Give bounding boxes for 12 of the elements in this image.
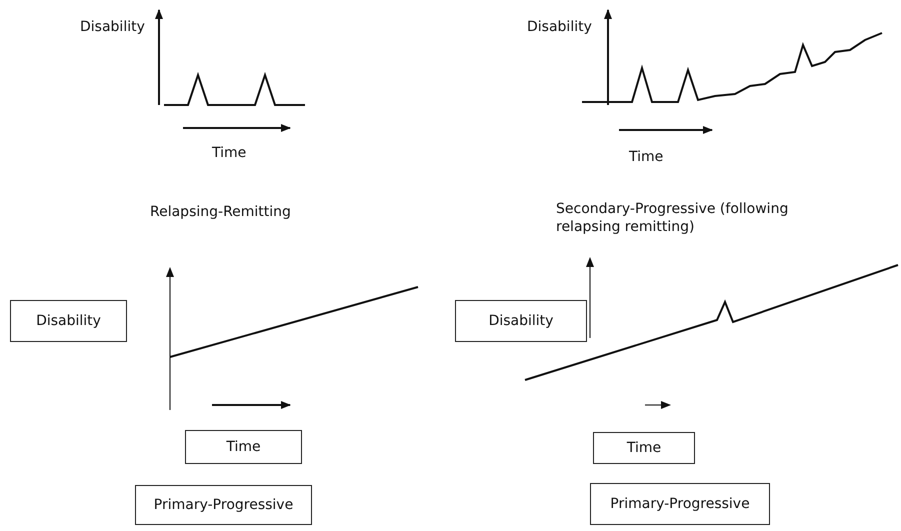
- axis-label: Time: [593, 432, 695, 464]
- axis-label: Time: [185, 430, 302, 464]
- chart-title: Secondary-Progressive (following relapsing remitting): [556, 200, 790, 236]
- chart-title: Relapsing-Remitting: [150, 203, 291, 221]
- axis-label: Disability: [527, 18, 592, 36]
- axis-label: Time: [212, 144, 246, 162]
- axis-label: Time: [629, 148, 664, 166]
- axis-label: Disability: [80, 18, 145, 36]
- axis-label: Disability: [455, 300, 587, 342]
- axis-label: Disability: [10, 300, 127, 342]
- chart-title: Primary-Progressive: [590, 483, 770, 525]
- chart-title: Primary-Progressive: [135, 485, 312, 525]
